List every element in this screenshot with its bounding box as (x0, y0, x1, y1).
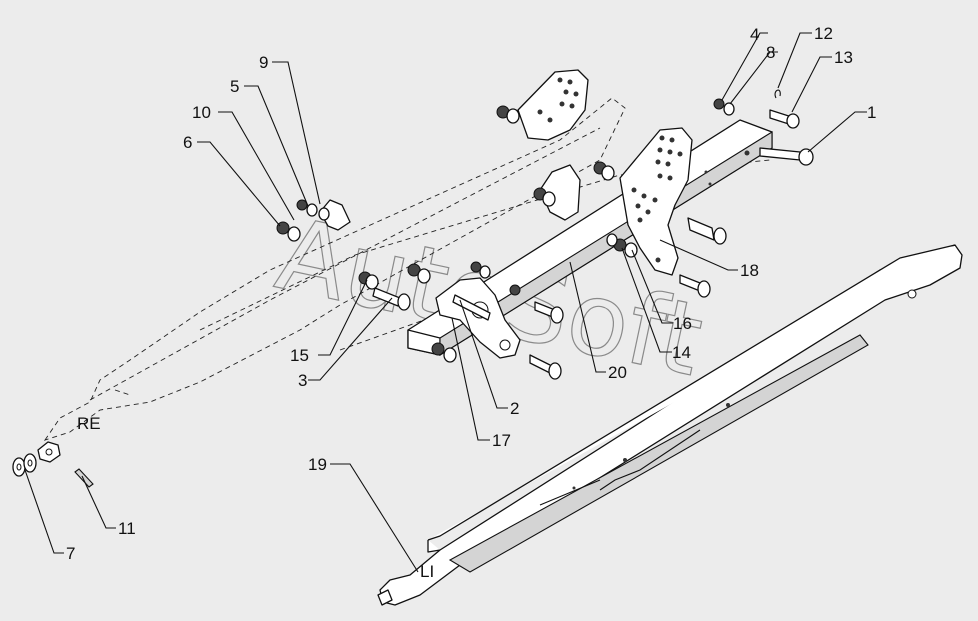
washer-pair-7 (12, 453, 37, 477)
callout-4: 4 (750, 25, 759, 44)
bolts-right (679, 147, 814, 298)
side-label-right: RE (77, 414, 101, 433)
fastener-cluster-left (276, 199, 351, 242)
callout-10: 10 (192, 103, 211, 122)
front-bracket-18 (619, 127, 693, 276)
callout-6: 6 (183, 133, 192, 152)
callout-8: 8 (766, 43, 775, 62)
callout-15: 15 (290, 346, 309, 365)
callout-labels: 1 2 3 4 5 6 7 8 9 10 11 12 13 14 15 16 1… (66, 24, 876, 563)
callout-7: 7 (66, 544, 75, 563)
callout-3: 3 (298, 371, 307, 390)
callout-11: 11 (118, 519, 136, 538)
callout-18: 18 (740, 261, 759, 280)
callout-1: 1 (867, 103, 876, 122)
callout-19: 19 (308, 455, 327, 474)
callout-9: 9 (259, 53, 268, 72)
callout-16: 16 (673, 314, 692, 333)
fastener-cluster-top-right (713, 89, 800, 129)
upper-bracket-plate (517, 69, 589, 221)
callout-2: 2 (510, 399, 519, 418)
upper-plate-nuts (496, 105, 556, 207)
left-rail-19 (377, 244, 963, 606)
callout-12: 12 (814, 24, 833, 43)
callout-13: 13 (834, 48, 853, 67)
callout-14: 14 (672, 343, 691, 362)
side-label-left: LI (420, 562, 434, 581)
rail-end-fitting (37, 441, 61, 463)
pin-11 (74, 468, 94, 488)
callout-20: 20 (608, 363, 627, 382)
callout-5: 5 (230, 77, 239, 96)
pin-3-and-nuts-15 (358, 263, 431, 311)
leader-lines (24, 32, 867, 573)
bolts-middle (431, 261, 564, 380)
callout-17: 17 (492, 431, 511, 450)
